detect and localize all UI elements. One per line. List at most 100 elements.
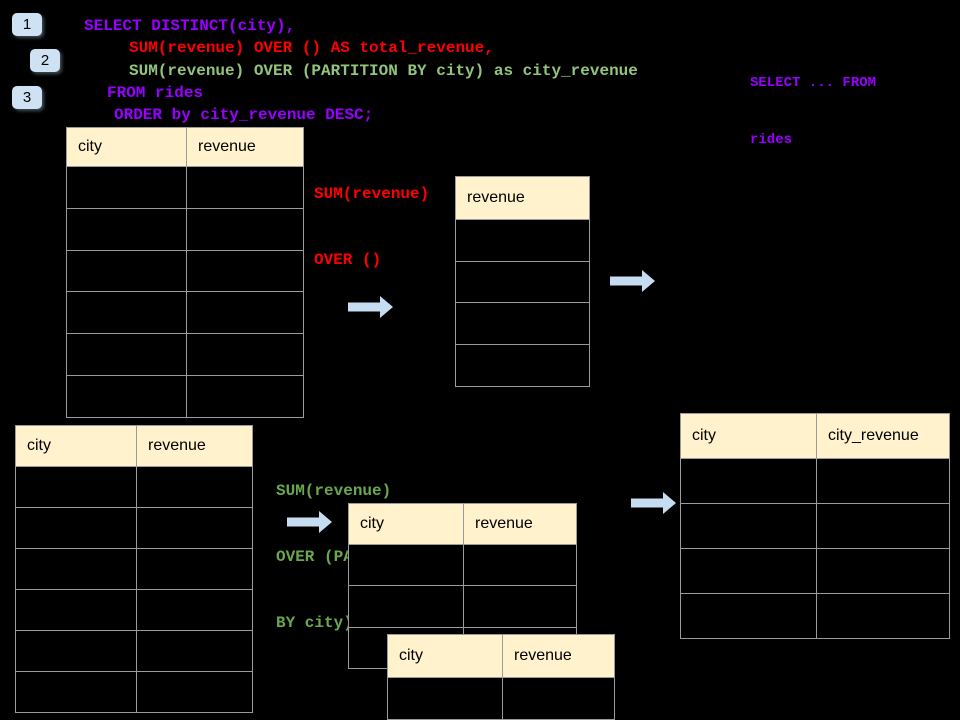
table-row bbox=[67, 207, 303, 250]
arrow-right-icon bbox=[631, 492, 676, 514]
table-total-revenue-header: revenue bbox=[456, 177, 589, 219]
table-partition-step-header: city revenue bbox=[349, 504, 576, 544]
table-row bbox=[67, 374, 303, 417]
arrow-right-icon bbox=[610, 270, 655, 292]
table-cell-empty bbox=[67, 208, 187, 250]
table-cell-empty bbox=[817, 594, 949, 638]
table-cell-empty bbox=[681, 459, 817, 503]
table-cell-empty bbox=[16, 672, 137, 712]
sql-line-select: SELECT DISTINCT(city), bbox=[84, 17, 296, 35]
table-cell-empty bbox=[349, 586, 464, 627]
annotation-total-line2: OVER () bbox=[314, 251, 382, 269]
table-row bbox=[67, 166, 303, 208]
table-cell-empty bbox=[67, 334, 187, 375]
table-cell-empty bbox=[16, 508, 137, 548]
table-cell-empty bbox=[456, 220, 589, 261]
table-total-revenue-result: revenue bbox=[455, 176, 590, 387]
table-row bbox=[16, 466, 252, 507]
table-cell-empty bbox=[137, 467, 252, 507]
table-source-top: city revenue bbox=[66, 127, 304, 418]
table-partition-overlap-header: city revenue bbox=[388, 635, 614, 677]
table-cell-empty bbox=[137, 631, 252, 671]
table-partition-step-overlap: city revenue bbox=[387, 634, 615, 720]
table-row bbox=[681, 503, 949, 548]
table-row bbox=[16, 589, 252, 630]
arrow-right-icon bbox=[348, 296, 393, 318]
table-row bbox=[456, 302, 589, 345]
table-cell-empty bbox=[67, 250, 187, 292]
table-cell-empty bbox=[349, 545, 464, 586]
table-cell-empty bbox=[67, 292, 187, 334]
sql-line-from: FROM rides bbox=[107, 84, 204, 102]
table-city-revenue-result: city city_revenue bbox=[680, 413, 950, 639]
table-cell-empty bbox=[137, 672, 252, 712]
table-cell-empty bbox=[456, 262, 589, 303]
table-cell-empty bbox=[137, 549, 252, 589]
column-header-city: city bbox=[16, 426, 137, 466]
table-cell-empty bbox=[187, 209, 303, 250]
column-header-revenue: revenue bbox=[198, 138, 256, 155]
table-row bbox=[67, 333, 303, 375]
table-row bbox=[456, 260, 589, 303]
table-cell-empty bbox=[817, 459, 949, 503]
column-header-city: city bbox=[67, 128, 187, 166]
table-cell-empty bbox=[67, 375, 187, 417]
table-row bbox=[349, 585, 576, 627]
table-row bbox=[16, 630, 252, 671]
table-cell-empty bbox=[187, 376, 303, 417]
table-row bbox=[681, 548, 949, 593]
step-badge-1-label: 1 bbox=[22, 16, 32, 33]
table-source-top-header: city revenue bbox=[67, 128, 303, 166]
table-cell-empty bbox=[464, 545, 576, 585]
table-cell-empty bbox=[16, 631, 137, 671]
annotation-total-line1: SUM(revenue) bbox=[314, 185, 430, 203]
table-cell-empty bbox=[503, 678, 614, 719]
table-row bbox=[16, 548, 252, 589]
table-cell-empty bbox=[137, 508, 252, 548]
table-cell-empty bbox=[16, 467, 137, 507]
table-row bbox=[16, 507, 252, 548]
step-badge-2-label: 2 bbox=[40, 52, 50, 69]
table-cell-empty bbox=[67, 167, 187, 208]
table-cell-empty bbox=[817, 549, 949, 593]
table-cell-empty bbox=[817, 504, 949, 548]
column-header-revenue: revenue bbox=[514, 647, 572, 664]
table-row bbox=[349, 544, 576, 586]
table-cell-empty bbox=[137, 590, 252, 630]
side-note-line1: SELECT ... FROM bbox=[750, 75, 877, 91]
table-row bbox=[456, 219, 589, 261]
sql-line-order-by: ORDER by city_revenue DESC; bbox=[114, 106, 374, 124]
table-cell-empty bbox=[187, 167, 303, 208]
table-row bbox=[16, 671, 252, 712]
column-header-city-revenue: city_revenue bbox=[828, 427, 919, 444]
arrow-right-icon bbox=[287, 511, 332, 533]
table-cell-empty bbox=[464, 586, 576, 626]
column-header-city: city bbox=[388, 635, 503, 677]
column-header-revenue: revenue bbox=[475, 515, 533, 532]
annotation-partition-line3: BY city) bbox=[276, 614, 353, 632]
table-row bbox=[388, 677, 614, 719]
table-cell-empty bbox=[16, 590, 137, 630]
step-badge-1: 1 bbox=[12, 13, 42, 36]
table-source-bottom: city revenue bbox=[15, 425, 253, 713]
step-badge-2: 2 bbox=[30, 49, 60, 72]
column-header-city: city bbox=[681, 414, 817, 458]
step-badge-3: 3 bbox=[12, 86, 42, 109]
table-cell-empty bbox=[681, 504, 817, 548]
table-row bbox=[67, 249, 303, 292]
table-cell-empty bbox=[16, 549, 137, 589]
sql-line-total-sum: SUM(revenue) OVER () AS total_revenue, bbox=[129, 39, 494, 57]
sql-line-partition-sum: SUM(revenue) OVER (PARTITION BY city) as… bbox=[129, 62, 638, 80]
annotation-sum-over-total: SUM(revenue) OVER () bbox=[314, 139, 429, 315]
column-header-city: city bbox=[349, 504, 464, 544]
table-cell-empty bbox=[681, 549, 817, 593]
table-cell-empty bbox=[187, 334, 303, 375]
table-row bbox=[681, 593, 949, 638]
annotation-partition-line1: SUM(revenue) bbox=[276, 482, 392, 500]
table-row bbox=[681, 458, 949, 503]
table-cell-empty bbox=[681, 594, 817, 638]
side-note-line2: rides bbox=[750, 132, 793, 148]
table-cell-empty bbox=[187, 251, 303, 292]
table-source-bottom-header: city revenue bbox=[16, 426, 252, 466]
